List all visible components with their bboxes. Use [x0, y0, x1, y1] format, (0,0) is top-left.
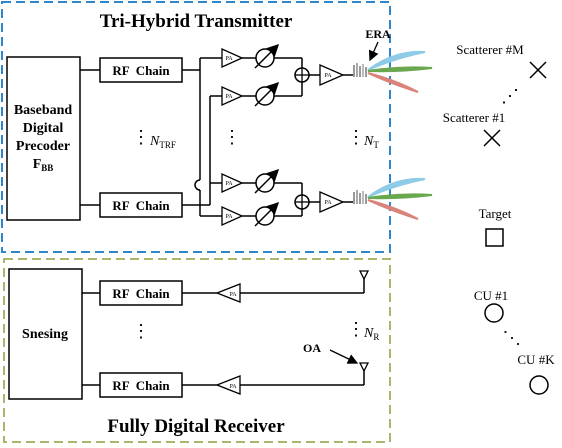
svg-text:PA: PA — [324, 73, 332, 79]
cu-1-label: CU #1 — [474, 288, 508, 303]
scatterer-dots: ⋰ — [501, 86, 519, 106]
svg-text:PA: PA — [225, 214, 233, 220]
nr-label: NR — [363, 326, 379, 342]
tx-rf-dots: ⋮ — [132, 127, 150, 147]
tx-pa-1 — [221, 47, 244, 69]
scatterer-m-label: Scatterer #M — [456, 42, 524, 57]
target-marker — [485, 228, 504, 247]
nr-dots: ⋮ — [347, 319, 365, 339]
oa-arrow — [329, 349, 359, 364]
sensing-box — [8, 268, 83, 400]
svg-text:PA: PA — [229, 292, 237, 298]
tx-rf-chain-bottom-label: RF Chain — [112, 198, 170, 213]
svg-text:PA: PA — [225, 94, 233, 100]
rx-antenna-top — [358, 270, 370, 281]
cu-k-label: CU #K — [517, 352, 555, 367]
era-antenna-top — [353, 63, 367, 77]
phase-shifter-1 — [254, 43, 280, 69]
tx-rf-chain-top — [99, 57, 183, 83]
baseband-line-1: Baseband — [14, 103, 73, 118]
sensing-label: Snesing — [22, 327, 68, 342]
combiner-bottom — [294, 194, 310, 210]
rx-rf-dots: ⋮ — [132, 321, 150, 341]
rx-antenna-bottom — [358, 362, 370, 373]
tx-pa-3 — [221, 172, 244, 194]
combiner-top — [294, 67, 310, 83]
tx-branch-dots: ⋮ — [223, 127, 241, 147]
svg-text:PA: PA — [225, 56, 233, 62]
scatterer-1-label: Scatterer #1 — [443, 110, 505, 125]
rx-rf-chain-top-label: RF Chain — [112, 286, 170, 301]
scatterer-1-marker — [483, 129, 501, 147]
phase-shifter-2 — [254, 81, 280, 107]
nt-label: NT — [363, 134, 379, 150]
oa-label: OA — [303, 341, 321, 355]
baseband-line-2: Digital — [23, 121, 64, 136]
tx-output-pa-top — [319, 64, 345, 86]
cu-dots: ⋰ — [502, 329, 522, 347]
precoder-symbol: FBB — [33, 157, 54, 173]
era-antenna-bottom — [353, 190, 367, 204]
svg-text:PA: PA — [229, 384, 237, 390]
baseband-line-3: Precoder — [16, 139, 70, 154]
target-label: Target — [479, 206, 512, 221]
tx-output-pa-bottom — [319, 191, 345, 213]
phase-shifter-3 — [254, 168, 280, 194]
phase-shifter-4 — [254, 201, 280, 227]
rx-rf-chain-bottom-label: RF Chain — [112, 378, 170, 393]
tx-beams-bottom — [367, 177, 433, 220]
nt-dots: ⋮ — [347, 127, 365, 147]
receiver-title: Fully Digital Receiver — [107, 416, 285, 437]
tx-beams-top — [367, 50, 433, 93]
tx-pa-4 — [221, 205, 244, 227]
tx-rf-chain-bottom — [99, 192, 183, 218]
ntrf-label: NTRF — [149, 134, 176, 150]
cu-1-marker — [484, 303, 504, 323]
receiver-frame — [3, 258, 391, 443]
era-arrow — [368, 41, 379, 62]
svg-text:PA: PA — [324, 200, 332, 206]
svg-text:PA: PA — [225, 181, 233, 187]
scatterer-m-marker — [529, 61, 547, 79]
rx-rf-chain-bottom — [99, 372, 183, 398]
transmitter-title: Tri-Hybrid Transmitter — [100, 11, 293, 32]
tx-pa-2 — [221, 85, 244, 107]
transmitter-frame — [1, 1, 391, 253]
era-label: ERA — [365, 27, 391, 41]
cu-k-marker — [529, 375, 549, 395]
tx-rf-chain-top-label: RF Chain — [112, 63, 170, 78]
baseband-precoder-box — [6, 56, 81, 221]
